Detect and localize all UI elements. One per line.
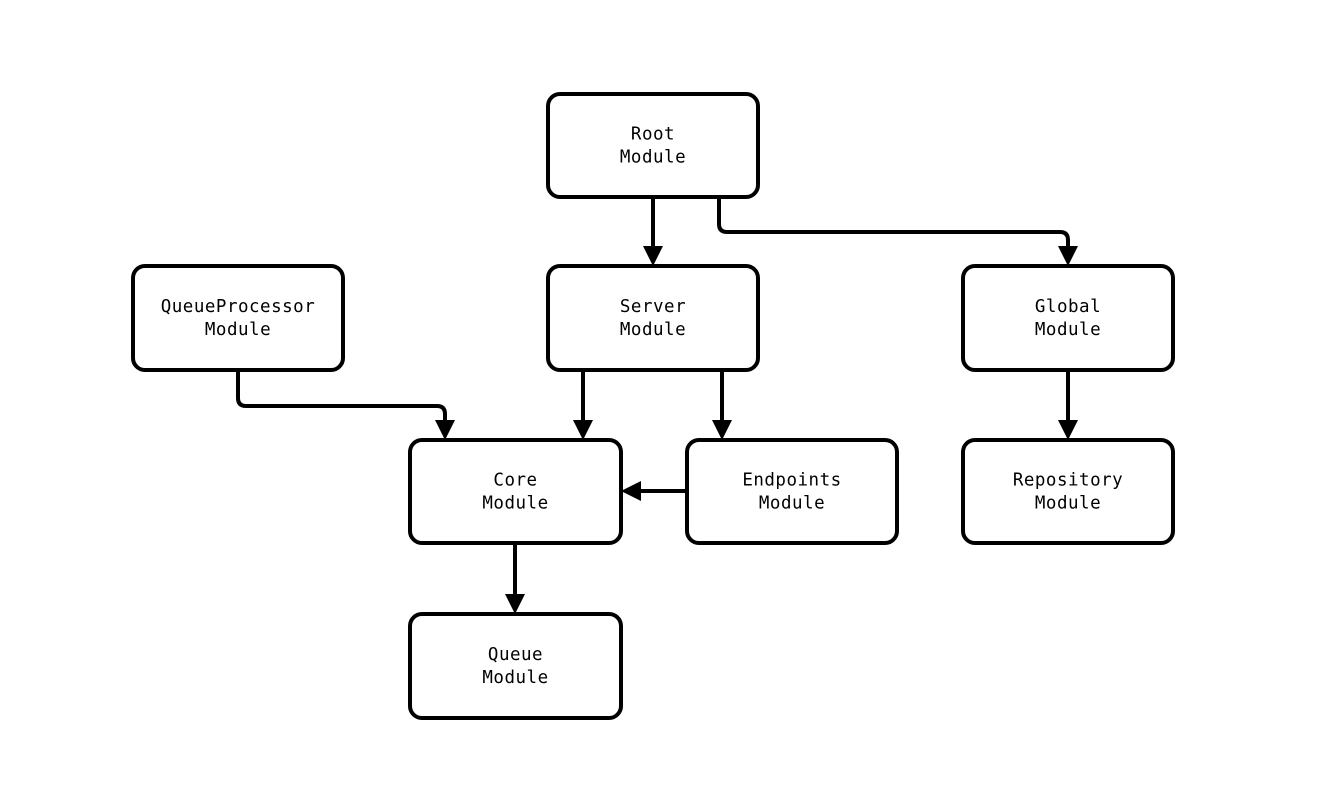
node-label-secondary: Module bbox=[205, 320, 271, 340]
node-box[interactable] bbox=[131, 264, 345, 372]
node-box[interactable] bbox=[546, 92, 760, 199]
arrowhead-icon bbox=[712, 420, 732, 440]
node-box[interactable] bbox=[546, 264, 760, 372]
node-box[interactable] bbox=[961, 264, 1175, 372]
edge-global-to-repository bbox=[1058, 370, 1078, 440]
node-box[interactable] bbox=[408, 438, 623, 545]
arrowhead-icon bbox=[643, 246, 663, 266]
arrowhead-icon bbox=[1058, 246, 1078, 266]
node-label-primary: Server bbox=[620, 297, 686, 317]
node-label-primary: Repository bbox=[1013, 471, 1123, 491]
node-label-primary: Global bbox=[1035, 297, 1101, 317]
nodes-layer: RootModuleQueueProcessorModuleServerModu… bbox=[131, 92, 1175, 720]
node-label-primary: Queue bbox=[488, 645, 543, 665]
node-label-primary: Root bbox=[631, 125, 675, 145]
node-label-secondary: Module bbox=[482, 668, 548, 688]
node-label-secondary: Module bbox=[620, 320, 686, 340]
arrowhead-icon bbox=[573, 420, 593, 440]
edge-server-to-endpoints bbox=[712, 370, 732, 440]
node-label-primary: QueueProcessor bbox=[161, 297, 316, 317]
node-label-primary: Endpoints bbox=[742, 471, 841, 491]
node-label-secondary: Module bbox=[759, 494, 825, 514]
arrowhead-icon bbox=[1058, 420, 1078, 440]
edge-line bbox=[717, 197, 1070, 250]
node-label-secondary: Module bbox=[1035, 320, 1101, 340]
edge-server-to-core bbox=[573, 370, 593, 440]
node-box[interactable] bbox=[408, 612, 623, 720]
edge-endpoints-to-core bbox=[621, 481, 687, 501]
node-label-secondary: Module bbox=[482, 494, 548, 514]
edge-root-to-server bbox=[643, 197, 663, 266]
arrowhead-icon bbox=[435, 420, 455, 440]
node-label-secondary: Module bbox=[620, 148, 686, 168]
edges-layer bbox=[236, 197, 1078, 614]
edge-root-to-global bbox=[717, 197, 1078, 266]
arrowhead-icon bbox=[621, 481, 641, 501]
arrowhead-icon bbox=[505, 594, 525, 614]
edge-line bbox=[236, 370, 447, 424]
node-label-secondary: Module bbox=[1035, 494, 1101, 514]
node-label-primary: Core bbox=[493, 471, 537, 491]
edge-queueprocessor-to-core bbox=[236, 370, 455, 440]
node-box[interactable] bbox=[961, 438, 1175, 545]
edge-core-to-queue bbox=[505, 543, 525, 614]
node-box[interactable] bbox=[685, 438, 899, 545]
